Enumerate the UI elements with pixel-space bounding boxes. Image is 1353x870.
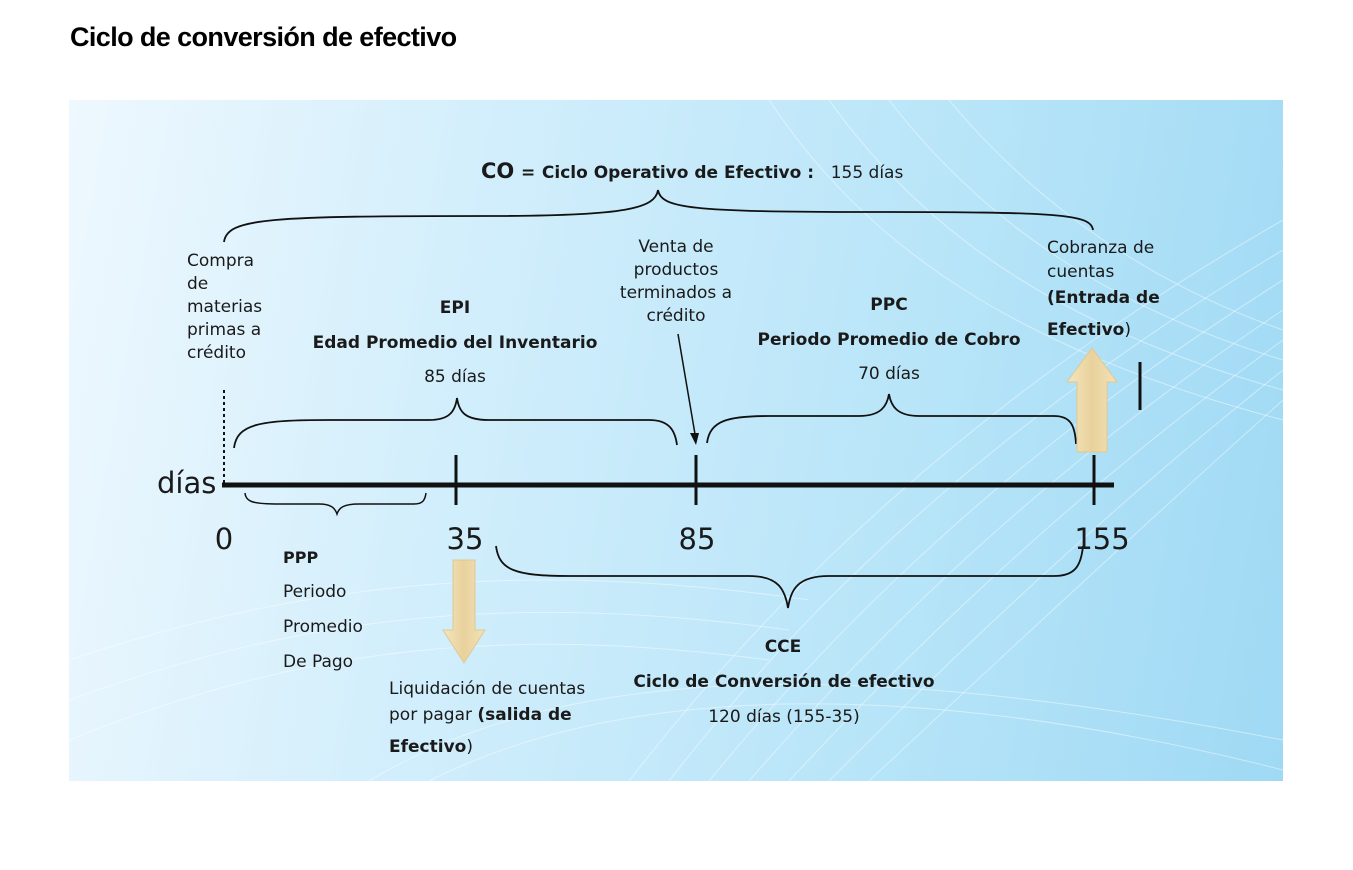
liquidacion-rest: ) bbox=[466, 737, 473, 757]
co-equals: = bbox=[520, 163, 536, 183]
ppp-line: De Pago bbox=[283, 652, 354, 672]
liquidacion-label: Liquidación de cuentas por pagar (salida… bbox=[389, 676, 585, 760]
venta-label: Venta de productos terminados a crédito bbox=[601, 236, 751, 328]
ppp-abbr: PPP bbox=[283, 548, 319, 567]
venta-line: productos bbox=[633, 260, 719, 280]
venta-line: terminados a bbox=[619, 283, 733, 303]
compra-line: crédito bbox=[187, 343, 247, 363]
ppp-label: PPP Periodo Promedio De Pago bbox=[283, 540, 363, 680]
arrow-down-icon bbox=[442, 559, 486, 664]
liquidacion-normal: por pagar bbox=[389, 705, 478, 725]
diagram-graphics bbox=[222, 189, 1142, 664]
compra-line: Compra bbox=[187, 251, 255, 271]
compra-line: primas a bbox=[187, 320, 262, 340]
epi-days: 85 días bbox=[424, 367, 486, 387]
epi-label: Edad Promedio del Inventario bbox=[312, 333, 598, 353]
liquidacion-line: Liquidación de cuentas bbox=[389, 679, 586, 699]
co-label: Ciclo Operativo de Efectivo : bbox=[541, 163, 814, 183]
compra-label: Compra de materias primas a crédito bbox=[187, 250, 262, 365]
liquidacion-bold: (salida de bbox=[477, 705, 572, 725]
venta-pointer-line bbox=[677, 333, 697, 441]
cobranza-label: Cobranza de cuentas (Entrada de Efectivo… bbox=[1047, 236, 1160, 342]
cobranza-rest: ) bbox=[1124, 320, 1131, 340]
co-days: 155 días bbox=[830, 163, 904, 183]
cce-label: Ciclo de Conversión de efectivo bbox=[633, 672, 935, 692]
ppp-line: Promedio bbox=[283, 617, 363, 637]
epi-abbr: EPI bbox=[439, 298, 471, 318]
ppp-line: Periodo bbox=[283, 582, 347, 602]
tick-label: 85 bbox=[678, 522, 716, 556]
axis-label: días bbox=[157, 466, 217, 500]
liquidacion-line: Efectivo) bbox=[389, 734, 585, 760]
tick-label: 35 bbox=[446, 522, 484, 556]
compra-line: materias bbox=[187, 297, 263, 317]
cobranza-line: cuentas bbox=[1047, 262, 1115, 282]
page-title: Ciclo de conversión de efectivo bbox=[70, 22, 457, 52]
arrow-up-icon bbox=[1066, 347, 1118, 453]
epi-brace bbox=[233, 397, 678, 449]
tick-label: 155 bbox=[1074, 522, 1130, 556]
tick-label: 0 bbox=[214, 522, 234, 556]
cobranza-line: Cobranza de bbox=[1047, 238, 1155, 258]
compra-line: de bbox=[187, 274, 209, 294]
cobranza-line: (Entrada de bbox=[1047, 288, 1160, 308]
cce-brace bbox=[495, 545, 1084, 609]
ppp-brace bbox=[244, 492, 427, 517]
cobranza-bold: Efectivo bbox=[1047, 320, 1125, 340]
venta-pointer-head bbox=[690, 433, 699, 445]
co-abbr: CO bbox=[481, 159, 515, 183]
co-header: CO = Ciclo Operativo de Efectivo : 155 d… bbox=[481, 157, 903, 187]
liquidacion-line: por pagar (salida de bbox=[389, 702, 585, 728]
cobranza-line: Efectivo) bbox=[1047, 318, 1160, 342]
cce-days: 120 días (155-35) bbox=[708, 707, 860, 727]
cash-cycle-diagram: CO = Ciclo Operativo de Efectivo : 155 d… bbox=[69, 100, 1283, 781]
ppc-brace bbox=[706, 393, 1077, 445]
ppc-abbr: PPC bbox=[870, 295, 908, 315]
background-swirl bbox=[69, 100, 1283, 781]
liquidacion-bold: Efectivo bbox=[389, 737, 467, 757]
venta-line: Venta de bbox=[638, 237, 714, 257]
cce-abbr: CCE bbox=[764, 637, 802, 657]
ppc-label: Periodo Promedio de Cobro bbox=[757, 330, 1021, 350]
venta-line: crédito bbox=[646, 306, 706, 326]
ppc-days: 70 días bbox=[858, 364, 920, 384]
co-brace bbox=[223, 189, 1094, 243]
